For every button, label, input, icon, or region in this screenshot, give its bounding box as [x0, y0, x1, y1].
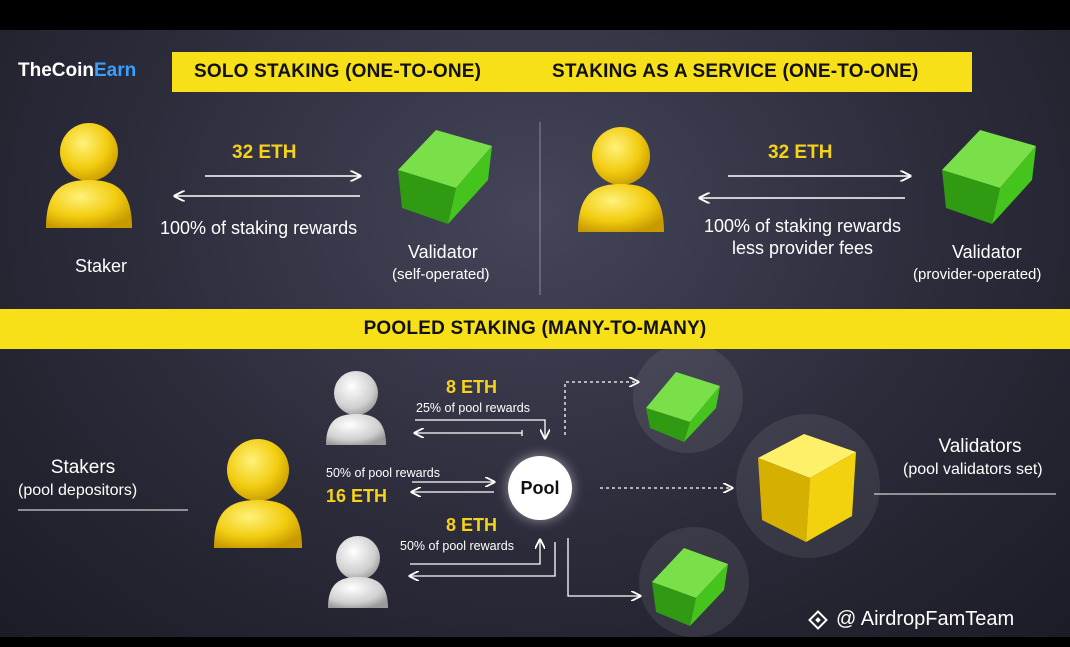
saas-title: STAKING AS A SERVICE (ONE-TO-ONE)	[552, 61, 919, 82]
pool-validator-main-cube-icon	[758, 434, 856, 542]
stakers-label: Stakers	[50, 457, 116, 478]
saas-validator-cube-icon	[942, 130, 1036, 224]
pooled-top-staker-icon	[326, 371, 386, 445]
pooled-main-staker-icon	[214, 439, 302, 548]
pool-validator-top-cube-icon	[646, 372, 720, 442]
top-rewards-label: 25% of pool rewards	[416, 401, 530, 415]
brand-logo-accent: Earn	[94, 60, 137, 81]
stakers-sub-label: (pool depositors)	[18, 482, 138, 499]
top-deposit-arrow	[415, 419, 545, 438]
pool-label: Pool	[520, 477, 560, 498]
mid-rewards-label: 50% of pool rewards	[326, 466, 440, 480]
pool-to-bottom-validator-arrow	[567, 538, 640, 596]
bottom-rewards-label: 50% of pool rewards	[400, 539, 514, 553]
pooled-staking-title: POOLED STAKING (MANY-TO-MANY)	[363, 318, 707, 339]
pool-to-top-validator-arrow	[564, 382, 638, 435]
solo-validator-label: Validator	[408, 242, 478, 262]
diagram-canvas: TheCoinEarn SOLO STAKING (ONE-TO-ONE) ST…	[0, 30, 1070, 637]
validators-sub-label: (pool validators set)	[903, 461, 1043, 478]
bottom-amount: 8 ETH	[446, 515, 498, 535]
bottom-rewards-arrow	[410, 542, 556, 576]
binance-logo-icon	[808, 610, 828, 630]
pooled-banner: POOLED STAKING (MANY-TO-MANY)	[0, 309, 1070, 349]
brand-logo: TheCoinEarn	[18, 60, 136, 82]
validators-label: Validators	[938, 436, 1022, 457]
solo-validator-sub: (self-operated)	[392, 266, 490, 283]
pool-node: Pool	[508, 456, 572, 520]
saas-validator-label: Validator	[952, 242, 1022, 262]
saas-rewards-line1: 100% of staking rewards	[703, 216, 902, 236]
bottom-deposit-arrow	[410, 540, 540, 565]
saas-validator-sub: (provider-operated)	[913, 266, 1042, 283]
saas-amount: 32 ETH	[768, 142, 833, 163]
top-amount: 8 ETH	[446, 377, 498, 397]
top-banner: SOLO STAKING (ONE-TO-ONE) STAKING AS A S…	[172, 52, 972, 92]
watermark-text: @ AirdropFamTeam	[836, 608, 1015, 630]
pooled-bottom-staker-icon	[328, 536, 388, 608]
staker-person-icon	[46, 123, 132, 228]
solo-rewards-label: 100% of staking rewards	[160, 218, 358, 238]
solo-validator-cube-icon	[398, 130, 492, 224]
brand-logo-text: TheCoin	[18, 60, 94, 81]
solo-staker-label: Staker	[75, 256, 128, 276]
saas-rewards-line2: less provider fees	[731, 238, 874, 258]
diagram-graphics	[18, 122, 1056, 637]
mid-amount: 16 ETH	[326, 486, 388, 506]
saas-staker-person-icon	[578, 127, 664, 232]
solo-staking-title: SOLO STAKING (ONE-TO-ONE)	[194, 61, 482, 82]
solo-amount: 32 ETH	[232, 142, 297, 163]
pool-validator-bottom-cube-icon	[652, 548, 728, 626]
